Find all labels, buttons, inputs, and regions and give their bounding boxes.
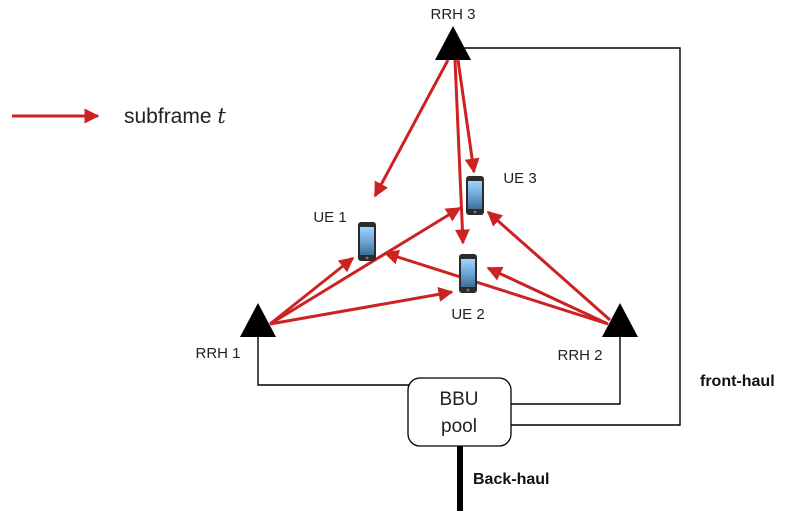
bbu-pool-box	[407, 377, 512, 447]
arrow-rrh3-ue2	[453, 59, 470, 245]
rrh-antenna-icon	[435, 26, 471, 60]
rrh3: RRH 3	[430, 6, 476, 60]
ue2-label: UE 2	[451, 306, 484, 323]
rrh1-label: RRH 1	[195, 345, 240, 362]
ue1-label: UE 1	[313, 209, 346, 226]
fronthaul-links	[257, 47, 681, 426]
arrow-rrh1-ue3	[269, 206, 462, 326]
rrh3-label: RRH 3	[430, 6, 475, 23]
bbu-pool: BBU pool	[407, 377, 512, 447]
smartphone-icon	[358, 222, 376, 261]
ue1: UE 1	[313, 209, 376, 261]
bbu-label: BBU	[439, 389, 478, 410]
legend-label: subframe t	[124, 104, 226, 128]
arrow-rrh2-ue3	[486, 210, 611, 322]
bbu-pool-label: pool	[441, 416, 477, 437]
legend: subframe t	[12, 104, 226, 128]
fronthaul-rrh1	[257, 337, 410, 386]
backhaul-label: Back-haul	[473, 471, 549, 488]
rrh-antenna-icon	[602, 303, 638, 337]
arrow-rrh1-ue1	[269, 256, 355, 326]
fronthaul-rrh3	[455, 47, 681, 426]
rrh1: RRH 1	[195, 303, 276, 362]
arrow-rrh1-ue2	[269, 286, 454, 326]
arrow-rrh2-ue2	[486, 266, 609, 326]
arrow-rrh2-ue1	[383, 249, 609, 326]
fronthaul-label: front-haul	[700, 373, 775, 390]
arrow-rrh3-ue1	[373, 59, 450, 198]
smartphone-icon	[459, 254, 477, 293]
rrh2: RRH 2	[557, 303, 638, 364]
rrh2-label: RRH 2	[557, 347, 602, 364]
ue3: UE 3	[466, 170, 537, 215]
ue2: UE 2	[451, 254, 485, 323]
rrh-antenna-icon	[240, 303, 276, 337]
fronthaul-rrh2	[510, 337, 621, 405]
ue3-label: UE 3	[503, 170, 536, 187]
arrow-rrh3-ue3	[456, 59, 480, 174]
transmission-arrows	[269, 59, 611, 326]
smartphone-icon	[466, 176, 484, 215]
